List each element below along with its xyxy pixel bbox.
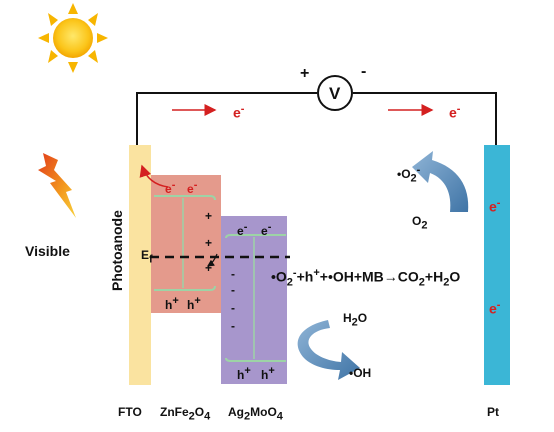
ag2moo4-label: Ag2MoO4 <box>228 405 283 423</box>
sun-icon <box>38 3 108 73</box>
ag2moo4-minus-4: - <box>231 319 235 333</box>
wire-electron-label-right: e- <box>449 103 461 121</box>
pt-label: Pt <box>487 405 499 419</box>
overall-reaction-label: •O2-+h++•OH+MB→CO2+H2O <box>271 267 461 289</box>
ag2moo4-minus-1: - <box>231 267 235 281</box>
positive-terminal-label: + <box>300 65 310 82</box>
pt-electron-2: e- <box>489 299 501 317</box>
znfe2o4-plus-3: + <box>205 261 213 275</box>
ag2moo4-minus-3: - <box>231 301 235 315</box>
znfe2o4-cb-electron-2: e- <box>187 179 198 196</box>
photoanode-label: Photoanode <box>109 210 125 291</box>
o2-reduction-arrow <box>412 151 469 212</box>
fto-layer <box>129 145 151 385</box>
fto-label: FTO <box>118 405 142 419</box>
hydroxyl-radical-label: •OH <box>349 366 372 380</box>
znfe2o4-cb-electron-1: e- <box>165 179 176 196</box>
voltmeter-circle <box>317 75 353 111</box>
znfe2o4-plus-2: + <box>205 236 213 250</box>
ag2moo4-bands <box>225 234 286 362</box>
ag2moo4-cb-electron-1: e- <box>237 221 248 238</box>
visible-light-label: Visible <box>25 243 70 259</box>
ag2moo4-vb-hole-2: h+ <box>261 365 275 382</box>
lightning-icon <box>38 153 76 218</box>
electron-injection-arrow <box>139 164 169 188</box>
wire-electron-label-left: e- <box>233 103 245 121</box>
znfe2o4-label: ZnFe2O4 <box>160 405 211 423</box>
znfe2o4-plus-1: + <box>205 209 213 223</box>
circuit-wire <box>136 92 497 145</box>
ag2moo4-minus-2: - <box>231 283 235 297</box>
znfe2o4-vb-hole-1: h+ <box>165 295 179 312</box>
ag2moo4-cb-electron-2: e- <box>261 221 272 238</box>
charge-transfer-arrow <box>207 253 218 267</box>
fermi-level-label: Ef <box>141 248 153 266</box>
superoxide-label: •O2- <box>397 164 421 185</box>
pt-electrode <box>484 145 510 385</box>
znfe2o4-vb-hole-2: h+ <box>187 295 201 312</box>
oxygen-label: O2 <box>412 214 428 232</box>
voltmeter-label: V <box>329 84 341 103</box>
h2o-oxidation-arrow <box>297 320 360 380</box>
negative-terminal-label: - <box>361 63 367 80</box>
ag2moo4-vb-hole-1: h+ <box>237 365 251 382</box>
znfe2o4-bands <box>154 195 216 291</box>
water-label: H2O <box>343 311 368 329</box>
pt-electron-1: e- <box>489 197 501 215</box>
